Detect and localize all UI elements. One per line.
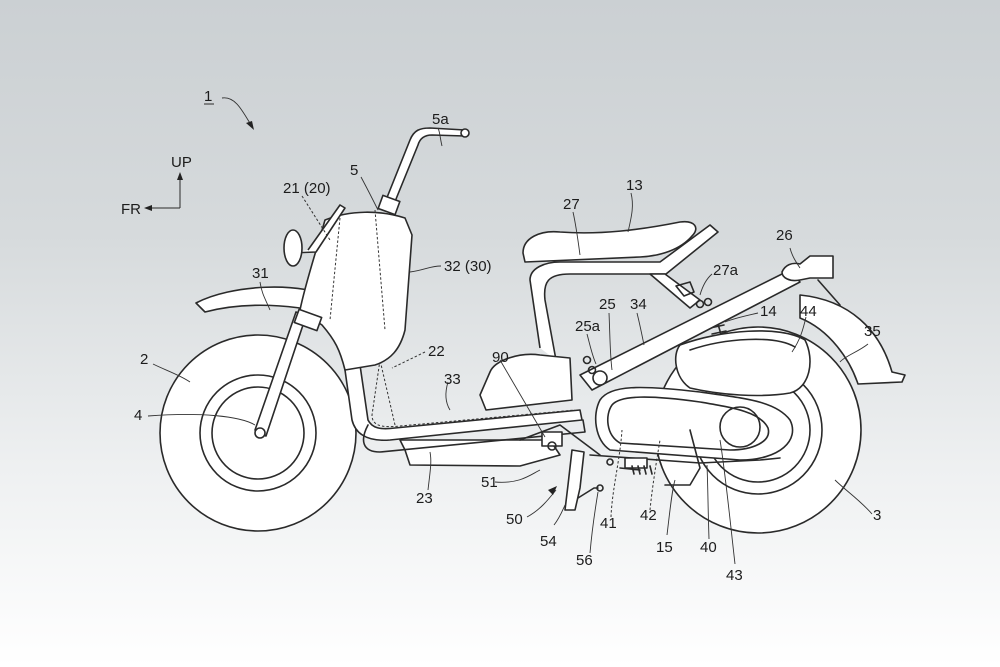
seat [522, 220, 697, 263]
label-4: 4 [134, 407, 142, 424]
tail-light [781, 255, 841, 306]
label-15: 15 [656, 539, 673, 556]
front-body [299, 209, 413, 371]
side-cover [674, 330, 811, 397]
label-27: 27 [563, 196, 580, 213]
stand-arrowhead-icon [548, 486, 557, 495]
label-23: 23 [416, 490, 433, 507]
label-27a: 27a [713, 262, 739, 279]
label-90: 90 [492, 349, 509, 366]
label-51: 51 [481, 474, 498, 491]
main-frame [344, 359, 586, 453]
label-14: 14 [760, 303, 777, 320]
floor-underside [399, 439, 561, 467]
label-5: 5 [350, 162, 358, 179]
label-32-30: 32 (30) [444, 258, 492, 275]
direction-up-label: UP [171, 154, 192, 171]
label-2: 2 [140, 351, 148, 368]
reference-arrow-icon [221, 97, 252, 126]
direction-front-label: FR [121, 201, 141, 218]
fork-clamp [293, 308, 323, 332]
label-25: 25 [599, 296, 616, 313]
label-41: 41 [600, 515, 617, 532]
power-unit [589, 386, 794, 486]
label-42: 42 [640, 507, 657, 524]
label-44: 44 [800, 303, 817, 320]
label-21-20: 21 (20) [283, 180, 331, 197]
reference-arrowhead-icon [246, 121, 254, 130]
handlebar [377, 127, 470, 216]
label-54: 54 [540, 533, 557, 550]
front-arrowhead-icon [144, 205, 152, 211]
label-22: 22 [428, 343, 445, 360]
pivot [582, 355, 608, 386]
leader-lines [147, 127, 873, 565]
label-35: 35 [864, 323, 881, 340]
label-26: 26 [776, 227, 793, 244]
label-56: 56 [576, 552, 593, 569]
label-34: 34 [630, 296, 647, 313]
mirror [283, 204, 346, 267]
main-stand [519, 424, 653, 511]
under-seat-box [479, 353, 573, 411]
label-31: 31 [252, 265, 269, 282]
label-3: 3 [873, 507, 881, 524]
reference-numeral-1: 1 [204, 88, 212, 105]
label-5a: 5a [432, 111, 449, 128]
label-40: 40 [700, 539, 717, 556]
direction-indicator: UP FR [121, 154, 192, 218]
label-25a: 25a [575, 318, 601, 335]
label-43: 43 [726, 567, 743, 584]
figure-reference: 1 [204, 88, 254, 130]
label-33: 33 [444, 371, 461, 388]
label-13: 13 [626, 177, 643, 194]
reference-labels: 5a 5 21 (20) 32 (30) 31 2 4 22 33 23 90 … [134, 111, 881, 584]
rear-frame [529, 224, 801, 391]
label-50: 50 [506, 511, 523, 528]
rear-fender [799, 294, 906, 385]
side-cover-line [689, 338, 796, 351]
front-axle [254, 427, 266, 439]
up-arrowhead-icon [177, 172, 183, 180]
